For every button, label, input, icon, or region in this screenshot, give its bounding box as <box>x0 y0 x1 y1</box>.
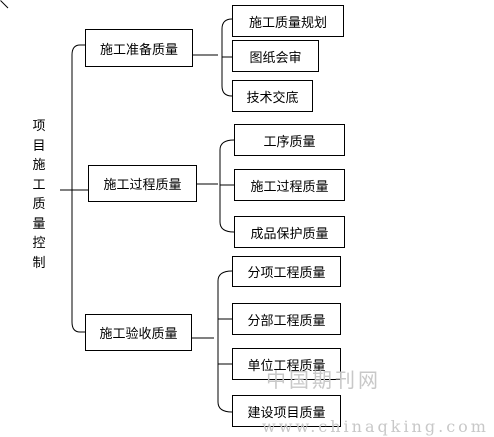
main-trunk <box>71 44 81 333</box>
corner-mark-line <box>0 0 9 9</box>
branch-box-process: 施工过程质量 <box>88 165 197 202</box>
child-box-construction-project: 建设项目质量 <box>232 395 341 427</box>
branch-box-acceptance: 施工验收质量 <box>85 314 192 351</box>
branch-2-bracket <box>219 139 235 233</box>
child-box-quality-plan: 施工质量规划 <box>232 5 344 37</box>
watermark-text-cn: 中国期刊网 <box>266 368 381 392</box>
branch-box-prep: 施工准备质量 <box>85 29 193 67</box>
child-box-unit-project: 单位工程质量 <box>232 348 341 380</box>
child-box-sub-item: 分项工程质量 <box>232 256 341 287</box>
root-label: 项目施工质量控制 <box>32 119 46 271</box>
child-box-process-step: 工序质量 <box>234 124 345 156</box>
child-box-tech-briefing: 技术交底 <box>232 80 313 112</box>
branch-3-bracket <box>217 270 233 413</box>
child-box-drawing-review: 图纸会审 <box>232 40 319 72</box>
watermark-text-url: www.chinaqking.com <box>262 417 489 436</box>
child-box-product-protection: 成品保护质量 <box>234 216 345 248</box>
child-box-sub-division: 分部工程质量 <box>232 303 341 335</box>
child-box-construction-process: 施工过程质量 <box>234 169 345 201</box>
